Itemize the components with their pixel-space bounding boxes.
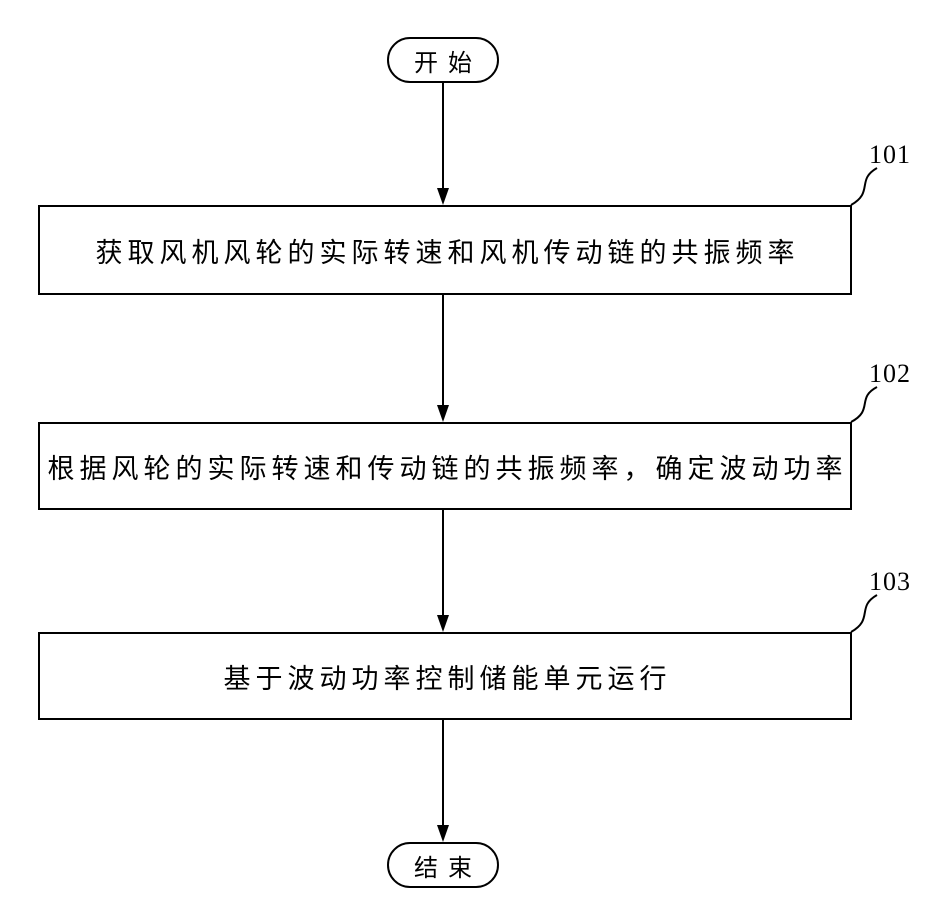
end-node-label: 结束 (414, 855, 482, 882)
start-node-label: 开始 (414, 50, 482, 77)
arrow-step3-to-end (437, 720, 449, 842)
ref-leader-101 (850, 167, 878, 206)
end-node: 结束 (387, 842, 499, 888)
step-box-101-text: 获取风机风轮的实际转速和风机传动链的共振频率 (95, 237, 800, 268)
arrow-start-to-step1 (437, 83, 449, 205)
arrow-step2-to-step3 (437, 510, 449, 632)
step-box-102-text: 根据风轮的实际转速和传动链的共振频率，确定波动功率 (47, 453, 848, 484)
ref-numeral-101: 101 (869, 140, 911, 169)
start-node: 开始 (387, 37, 499, 83)
arrow-step1-to-step2 (437, 295, 449, 422)
step-box-103: 基于波动功率控制储能单元运行 (38, 632, 852, 720)
ref-leader-102 (850, 386, 878, 423)
step-box-102: 根据风轮的实际转速和传动链的共振频率，确定波动功率 (38, 422, 852, 510)
ref-numeral-103: 103 (869, 567, 911, 596)
step-box-103-text: 基于波动功率控制储能单元运行 (223, 663, 672, 694)
step-box-101: 获取风机风轮的实际转速和风机传动链的共振频率 (38, 205, 852, 295)
ref-numeral-102: 102 (869, 359, 911, 388)
ref-leader-103 (850, 594, 878, 633)
